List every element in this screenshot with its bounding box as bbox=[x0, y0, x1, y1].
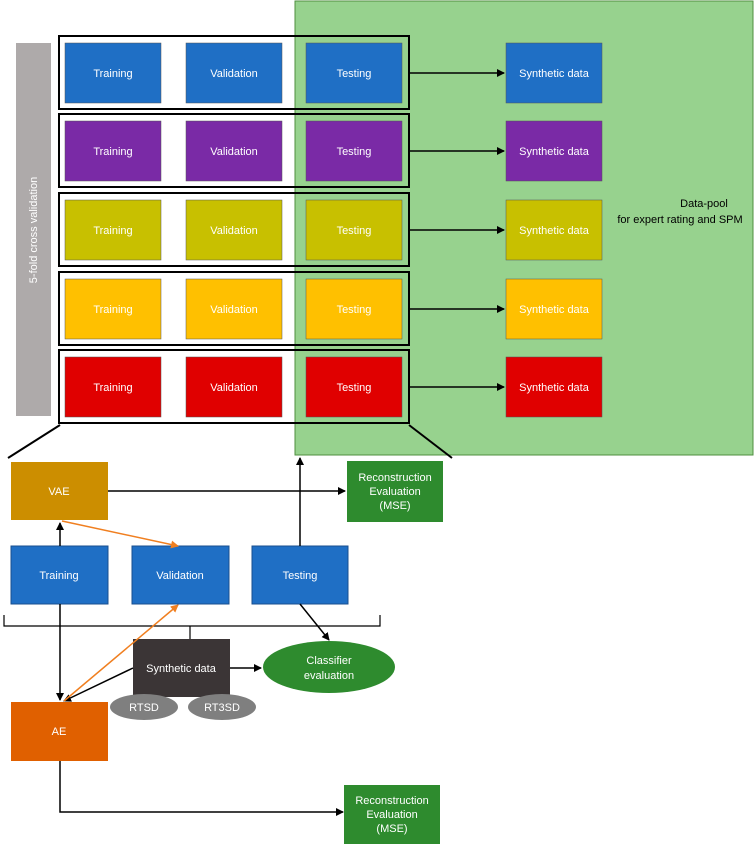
fold-row-2: Training Validation Testing Synthetic data bbox=[58, 113, 603, 188]
rt3sd-label: RT3SD bbox=[204, 702, 240, 714]
fold-synthetic-box bbox=[505, 356, 603, 418]
funnel-line-left bbox=[7, 424, 61, 459]
fold-training-box bbox=[64, 356, 162, 418]
fold-validation-box bbox=[185, 278, 283, 340]
classifier-evaluation-ellipse bbox=[263, 641, 395, 693]
fold-validation-label: Validation bbox=[210, 146, 258, 158]
rtsd-pill bbox=[110, 694, 178, 720]
fold-training-label: Training bbox=[93, 382, 132, 394]
fold-training-label: Training bbox=[93, 304, 132, 316]
ae-to-validation-arrow bbox=[63, 604, 179, 702]
detail-training-box bbox=[10, 545, 109, 605]
ae-label: AE bbox=[52, 726, 67, 738]
data-pool-label-line2: for expert rating and SPM bbox=[617, 214, 742, 226]
fold-testing-box bbox=[305, 278, 403, 340]
fold-training-label: Training bbox=[93, 146, 132, 158]
recon-bottom-line3: (MSE) bbox=[376, 823, 407, 835]
fold-synthetic-label: Synthetic data bbox=[519, 382, 590, 394]
fold-row-4: Training Validation Testing Synthetic data bbox=[58, 271, 603, 346]
fold-row-3: Training Validation Testing Synthetic data bbox=[58, 192, 603, 267]
funnel-line-right bbox=[408, 424, 453, 459]
reconstruction-evaluation-bottom-box bbox=[344, 785, 440, 844]
vae-box bbox=[11, 462, 108, 520]
fold-validation-label: Validation bbox=[210, 382, 258, 394]
fold-synthetic-box bbox=[505, 278, 603, 340]
vae-label: VAE bbox=[48, 486, 69, 498]
recon-top-line3: (MSE) bbox=[379, 500, 410, 512]
fold-synthetic-box bbox=[505, 199, 603, 261]
detail-synthetic-label: Synthetic data bbox=[146, 663, 217, 675]
recon-bottom-line1: Reconstruction bbox=[355, 795, 428, 807]
fold-testing-box bbox=[305, 120, 403, 182]
recon-top-line1: Reconstruction bbox=[358, 472, 431, 484]
fold-training-box bbox=[64, 42, 162, 104]
classifier-line1: Classifier bbox=[306, 655, 352, 667]
vae-to-validation-arrow bbox=[61, 520, 179, 549]
rtsd-label: RTSD bbox=[129, 702, 159, 714]
fold-testing-label: Testing bbox=[337, 68, 372, 80]
fold-row-1: Training Validation Testing Synthetic data bbox=[58, 35, 603, 110]
data-pool-label-line1: Data-pool bbox=[680, 198, 728, 210]
fold-validation-box bbox=[185, 356, 283, 418]
fold-training-box bbox=[64, 199, 162, 261]
fold-validation-box bbox=[185, 199, 283, 261]
fold-testing-label: Testing bbox=[337, 382, 372, 394]
fold-testing-label: Testing bbox=[337, 146, 372, 158]
fold-validation-box bbox=[185, 42, 283, 104]
detail-testing-box bbox=[251, 545, 349, 605]
ae-to-recon-arrow bbox=[59, 761, 344, 816]
testing-to-classifier-arrow bbox=[299, 603, 330, 641]
synthetic-to-ae-arrow bbox=[63, 667, 134, 702]
detail-validation-box bbox=[131, 545, 230, 605]
fold-validation-label: Validation bbox=[210, 304, 258, 316]
fold-synthetic-label: Synthetic data bbox=[519, 68, 590, 80]
fold-synthetic-label: Synthetic data bbox=[519, 146, 590, 158]
recon-top-line2: Evaluation bbox=[369, 486, 420, 498]
detail-training-label: Training bbox=[39, 570, 78, 582]
detail-validation-label: Validation bbox=[156, 570, 204, 582]
fold-validation-label: Validation bbox=[210, 68, 258, 80]
fold-synthetic-label: Synthetic data bbox=[519, 304, 590, 316]
rt3sd-pill bbox=[188, 694, 256, 720]
detail-testing-label: Testing bbox=[283, 570, 318, 582]
fold-training-label: Training bbox=[93, 68, 132, 80]
recon-bottom-line2: Evaluation bbox=[366, 809, 417, 821]
fold-testing-box bbox=[305, 356, 403, 418]
detail-synthetic-box bbox=[133, 639, 230, 697]
fold-testing-label: Testing bbox=[337, 304, 372, 316]
fold-training-box bbox=[64, 278, 162, 340]
fold-row-5: Training Validation Testing Synthetic data bbox=[58, 349, 603, 424]
fold-testing-label: Testing bbox=[337, 225, 372, 237]
fold-training-label: Training bbox=[93, 225, 132, 237]
bracket bbox=[3, 615, 381, 627]
fold-synthetic-box bbox=[505, 42, 603, 104]
cross-validation-side-bar bbox=[16, 43, 51, 416]
fold-validation-box bbox=[185, 120, 283, 182]
fold-testing-box bbox=[305, 42, 403, 104]
reconstruction-evaluation-top-box bbox=[347, 461, 443, 522]
fold-testing-box bbox=[305, 199, 403, 261]
fold-validation-label: Validation bbox=[210, 225, 258, 237]
ae-box bbox=[11, 702, 108, 761]
fold-training-box bbox=[64, 120, 162, 182]
fold-synthetic-box bbox=[505, 120, 603, 182]
classifier-line2: evaluation bbox=[304, 670, 354, 682]
fold-synthetic-label: Synthetic data bbox=[519, 225, 590, 237]
cross-validation-label: 5-fold cross validation bbox=[28, 177, 40, 283]
